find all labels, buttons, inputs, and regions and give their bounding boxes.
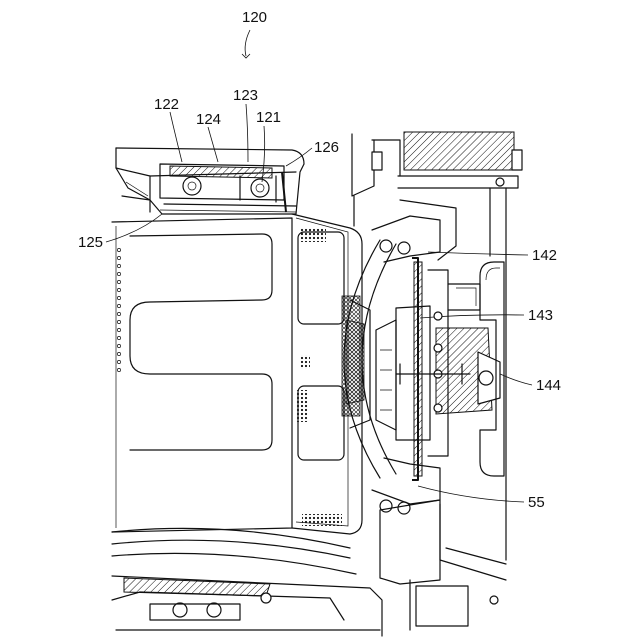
label-123: 123 [233, 87, 258, 104]
label-126: 126 [314, 139, 339, 156]
label-120: 120 [242, 9, 267, 26]
top-hatched-panel [404, 132, 514, 170]
blower-duct [344, 216, 440, 514]
side-perforations [117, 248, 120, 371]
label-55: 55 [528, 494, 545, 511]
label-124: 124 [196, 111, 221, 128]
cabinet-body [112, 218, 292, 532]
label-143: 143 [528, 307, 553, 324]
label-144: 144 [536, 377, 561, 394]
motor-assembly [376, 258, 500, 480]
label-122: 122 [154, 96, 179, 113]
top-duct-assembly [116, 148, 304, 214]
label-142: 142 [532, 247, 557, 264]
label-125: 125 [78, 234, 103, 251]
upper-vent-plate [298, 232, 344, 324]
bottom-tray [112, 528, 382, 636]
label-121: 121 [256, 109, 281, 126]
